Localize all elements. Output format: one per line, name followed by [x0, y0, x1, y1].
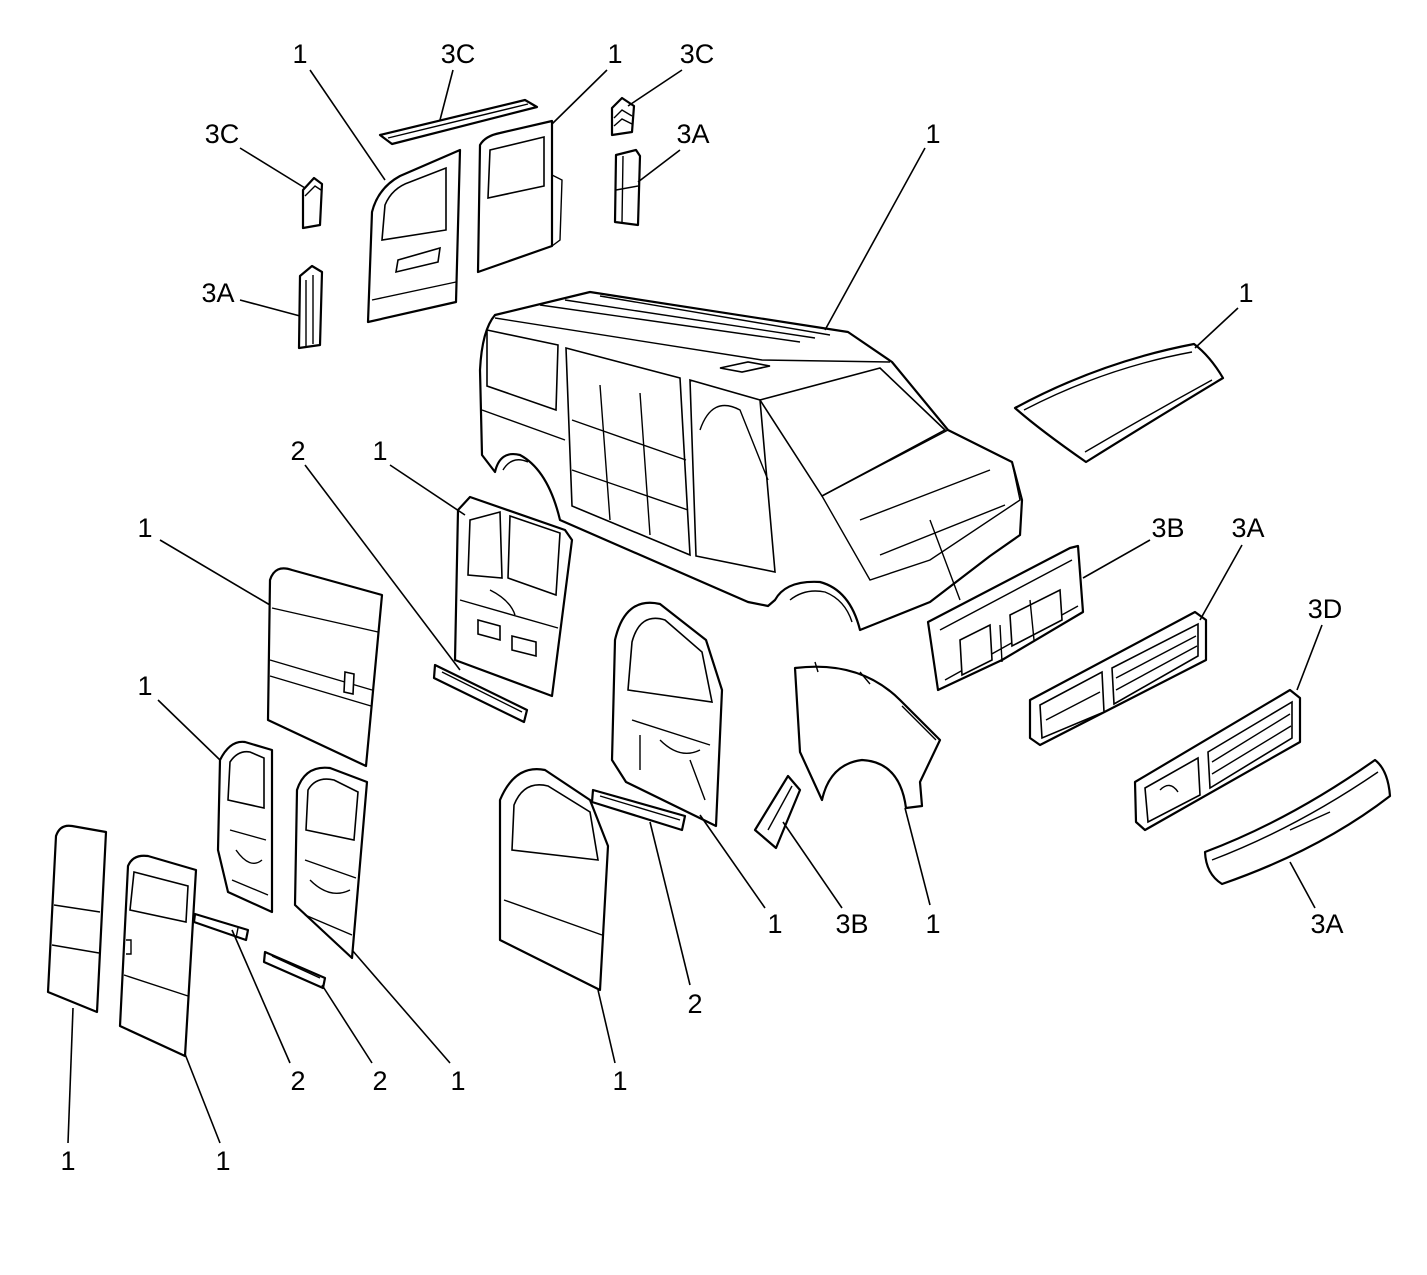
- leader-line: [309, 69, 386, 181]
- fender-bracket: [753, 774, 802, 850]
- sliding-door-outer-left: [118, 854, 198, 1058]
- callout-label: 3A: [1310, 909, 1343, 939]
- leader-line: [351, 949, 451, 1064]
- leader-line: [597, 989, 616, 1064]
- sliding-door-inner-panel: [293, 766, 369, 960]
- callout-label: 1: [1238, 278, 1253, 308]
- rocker-panel-front: [590, 788, 687, 832]
- callout-label: 1: [925, 119, 940, 149]
- callout-label: 1: [137, 671, 152, 701]
- leader-line: [637, 149, 681, 183]
- callout-label: 2: [687, 989, 702, 1019]
- callout-label: 3A: [676, 119, 709, 149]
- rocker-reinforcement-middle: [262, 950, 327, 990]
- callout-label: 3C: [205, 119, 240, 149]
- rear-door-left-outer-panel: [366, 148, 462, 324]
- leader-line: [159, 539, 271, 606]
- callout-label: 3A: [1231, 513, 1264, 543]
- callout-label: 3C: [441, 39, 476, 69]
- callout-label: 1: [215, 1146, 230, 1176]
- front-bumper-fascia: [1203, 758, 1392, 886]
- leader-line: [239, 147, 306, 189]
- callout-label: 2: [372, 1066, 387, 1096]
- leader-line: [439, 69, 454, 121]
- radiator-support: [926, 544, 1085, 692]
- front-door-outer-panel: [498, 768, 610, 992]
- rear-door-inner-panel: [453, 495, 574, 698]
- leader-line: [389, 464, 466, 516]
- leader-line: [1289, 861, 1316, 909]
- callout-label: 3A: [201, 278, 234, 308]
- leader-line: [304, 464, 461, 671]
- leader-line: [782, 821, 843, 909]
- callout-label: 2: [290, 1066, 305, 1096]
- grille-lower: [1133, 688, 1302, 832]
- callout-label: 1: [372, 436, 387, 466]
- corner-cap-right: [610, 96, 636, 137]
- van-body-shell: [478, 290, 1024, 632]
- callout-label: 3B: [835, 909, 868, 939]
- leader-line: [627, 69, 683, 107]
- callout-label: 1: [612, 1066, 627, 1096]
- callout-label: 3B: [1151, 513, 1184, 543]
- leader-line: [321, 984, 373, 1064]
- callout-label: 3C: [680, 39, 715, 69]
- leader-line: [904, 807, 931, 906]
- rear-pillar-left: [297, 264, 324, 350]
- callout-label: 1: [767, 909, 782, 939]
- rocker-reinforcement-left: [192, 912, 250, 942]
- callout-label: 1: [60, 1146, 75, 1176]
- rocker-panel-rear: [432, 663, 529, 724]
- leader-line: [1082, 539, 1151, 579]
- leader-line: [157, 699, 221, 761]
- leader-line: [1194, 307, 1239, 349]
- rear-door-right-outer-panel: [476, 119, 563, 274]
- callout-label: 2: [290, 436, 305, 466]
- leader-lines: [67, 69, 1323, 1144]
- front-door-inner-panel: [610, 601, 724, 828]
- leader-line: [1296, 624, 1323, 691]
- rear-door-inner-left: [216, 740, 274, 914]
- leader-line: [239, 299, 301, 317]
- leader-line: [824, 147, 926, 331]
- rear-pillar-right: [613, 148, 642, 227]
- leader-line: [649, 821, 691, 986]
- front-fender: [793, 661, 942, 810]
- callout-label: 1: [450, 1066, 465, 1096]
- leader-line: [699, 814, 766, 909]
- callout-label: 3D: [1308, 594, 1343, 624]
- callout-label: 1: [292, 39, 307, 69]
- leader-line: [67, 1007, 74, 1144]
- corner-cap-left: [301, 176, 324, 230]
- grille-upper: [1028, 610, 1208, 747]
- callout-label: 1: [607, 39, 622, 69]
- leader-line: [551, 69, 608, 125]
- leader-line: [184, 1053, 221, 1144]
- rear-header-rail: [378, 98, 539, 146]
- leader-line: [231, 929, 291, 1064]
- callout-labels: 1 3C 1 3C 3C 3A 1 3A 1 2 1 1 3B 3A 3D 1 …: [60, 39, 1343, 1176]
- callout-label: 1: [137, 513, 152, 543]
- rear-door-outer-left: [46, 824, 108, 1014]
- callout-label: 1: [925, 909, 940, 939]
- sliding-door-outer-panel: [266, 567, 384, 768]
- hood-panel: [1013, 342, 1225, 464]
- leader-line: [1199, 544, 1243, 621]
